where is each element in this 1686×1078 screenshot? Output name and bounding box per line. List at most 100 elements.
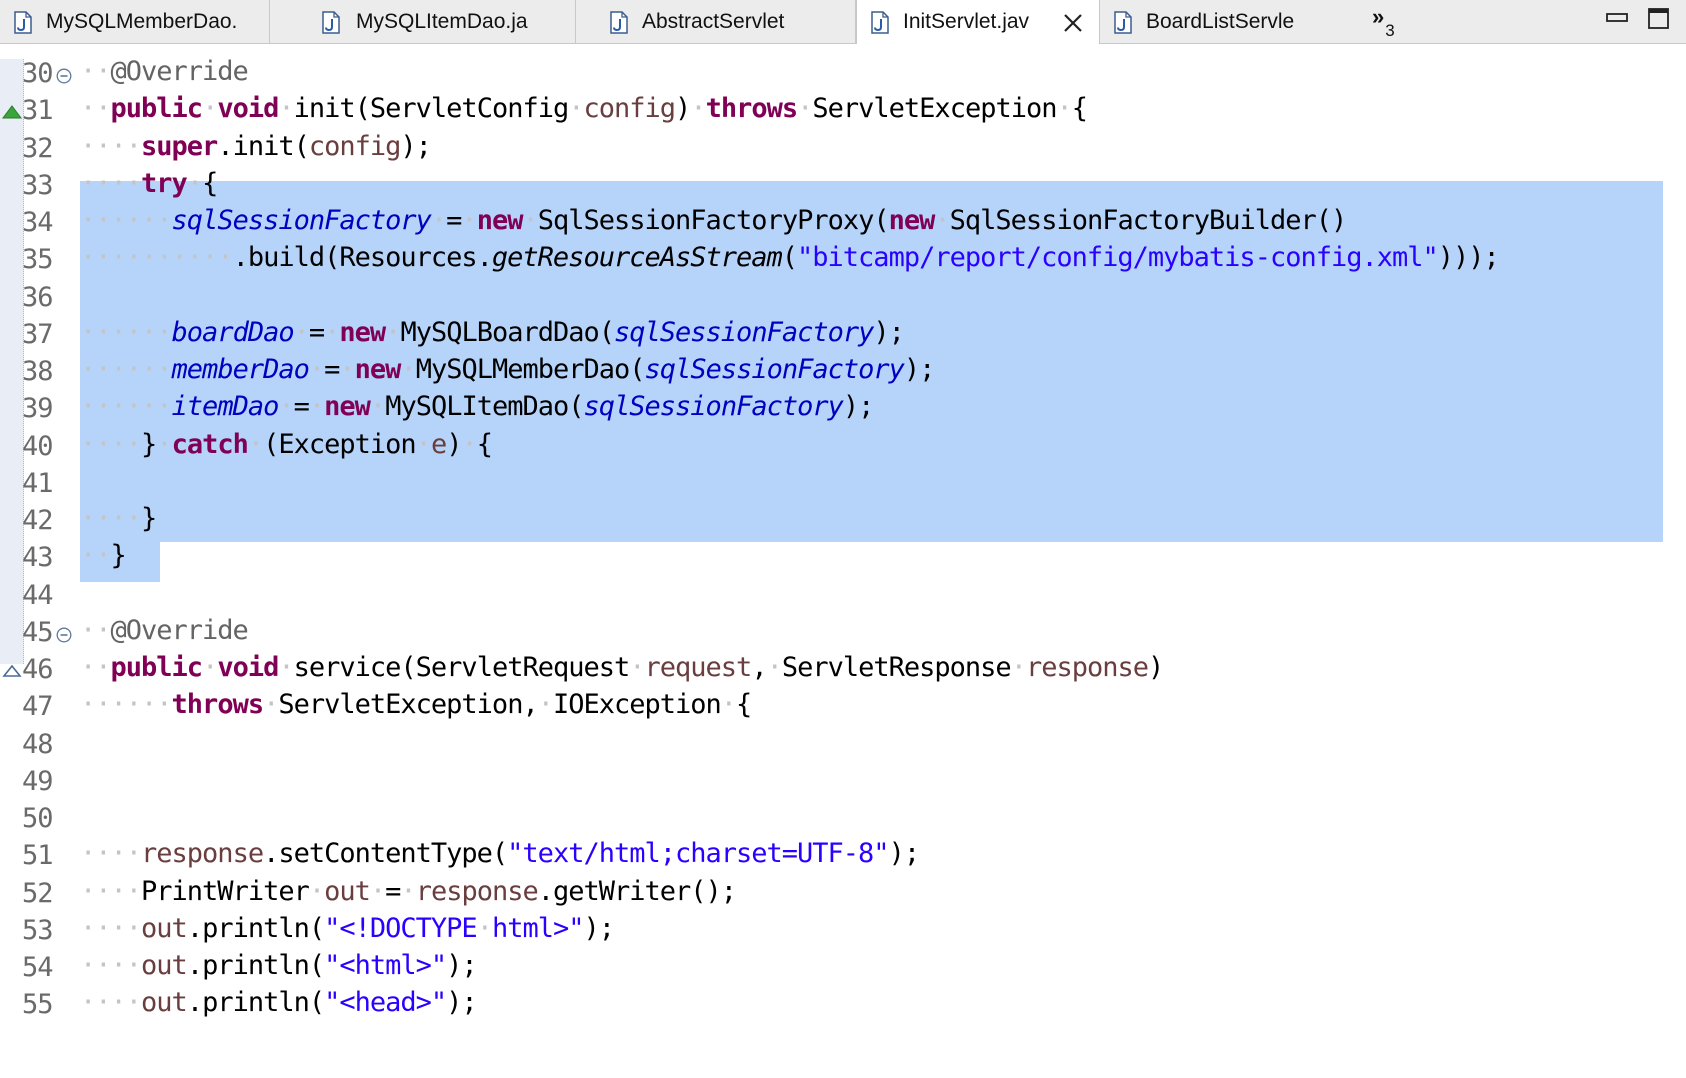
code-line[interactable]: 41 — [0, 464, 1686, 504]
code-line[interactable]: 37······boardDao·=·new·MySQLBoardDao(sql… — [0, 315, 1686, 355]
code-token: · — [278, 652, 294, 683]
code-text: ··public·void·init(ServletConfig·config)… — [80, 93, 1088, 125]
code-token: out — [141, 912, 188, 944]
code-token: · — [400, 354, 416, 385]
code-token: response — [1025, 652, 1149, 683]
code-token: .setContentType( — [263, 838, 508, 870]
code-token: · — [568, 93, 584, 125]
implement-marker-icon[interactable] — [2, 664, 22, 678]
tab-init-servlet[interactable]: InitServlet.jav — [856, 0, 1100, 45]
maximize-icon[interactable] — [1648, 8, 1670, 35]
code-token: } — [141, 428, 157, 460]
line-number: 54 — [22, 952, 54, 983]
line-number: 31 — [22, 95, 54, 127]
code-line[interactable]: 51····response.setContentType("text/html… — [0, 836, 1686, 876]
code-token: ······ — [80, 316, 173, 348]
code-line[interactable]: 42····} — [0, 501, 1686, 541]
code-line[interactable]: 38······memberDao·=·new·MySQLMemberDao(s… — [0, 352, 1686, 392]
code-text: ··@Override — [80, 56, 249, 88]
line-number: 37 — [22, 318, 54, 350]
code-token: "<head>" — [324, 987, 447, 1019]
code-token: ) — [446, 428, 462, 460]
code-line[interactable]: 43··} — [0, 538, 1686, 578]
code-token: · — [797, 93, 813, 125]
code-token: response — [415, 875, 539, 907]
code-line[interactable]: 44 — [0, 576, 1686, 616]
code-text: ····} — [80, 503, 157, 535]
code-line[interactable]: 52····PrintWriter·out·=·response.getWrit… — [0, 874, 1686, 914]
code-token: · — [308, 391, 325, 423]
code-line[interactable]: 48 — [0, 725, 1686, 765]
tab-label: InitServlet.jav — [903, 10, 1030, 33]
code-token: public — [110, 93, 204, 125]
tab-mysql-item-dao[interactable]: MySQLItemDao.ja — [306, 0, 576, 44]
code-token: out — [141, 950, 188, 981]
code-line[interactable]: 46··public·void·service(ServletRequest·r… — [0, 650, 1686, 690]
code-line[interactable]: 33····try·{ — [0, 166, 1686, 206]
line-number: 32 — [22, 132, 54, 164]
close-icon[interactable] — [1062, 12, 1084, 34]
code-token: · — [308, 875, 325, 907]
text-selection — [80, 542, 160, 582]
code-token: , — [751, 652, 767, 683]
code-token: .getWriter(); — [537, 875, 737, 907]
fold-collapse-icon[interactable] — [56, 627, 72, 643]
code-line[interactable]: 36 — [0, 278, 1686, 318]
line-number: 45 — [22, 616, 54, 648]
tab-abstract-servlet[interactable]: AbstractServlet — [594, 0, 856, 44]
code-token: init(ServletConfig — [293, 93, 570, 125]
code-token: { — [1071, 93, 1088, 125]
code-line[interactable]: 55····out.println("<head>"); — [0, 985, 1686, 1025]
code-token: ···· — [80, 167, 142, 199]
code-text: ··} — [80, 540, 127, 572]
code-token: throws — [171, 689, 265, 721]
code-token: ) — [1148, 652, 1164, 683]
java-file-icon — [322, 11, 340, 34]
code-token: itemDao — [171, 391, 280, 423]
line-number: 41 — [22, 467, 54, 499]
code-line[interactable]: 49 — [0, 762, 1686, 802]
code-token: try — [141, 167, 188, 199]
code-line[interactable]: 32····super.init(config); — [0, 129, 1686, 169]
code-token: · — [202, 652, 218, 683]
code-token: .build(Resources. — [232, 242, 493, 274]
minimize-icon[interactable] — [1606, 10, 1628, 28]
code-token: ); — [888, 838, 921, 870]
code-token: · — [278, 391, 294, 423]
code-line[interactable]: 34······sqlSessionFactory·=·new·SqlSessi… — [0, 203, 1686, 243]
code-token: · — [202, 93, 218, 125]
line-number: 34 — [22, 207, 54, 238]
override-marker-icon[interactable] — [2, 105, 22, 119]
code-token: = — [308, 316, 325, 348]
code-token: · — [690, 93, 706, 125]
fold-collapse-icon[interactable] — [56, 68, 72, 84]
code-line[interactable]: 35··········.build(Resources.getResource… — [0, 240, 1686, 280]
code-token: = — [385, 875, 401, 907]
code-token: out — [141, 987, 188, 1019]
code-token: { — [736, 689, 752, 721]
code-line[interactable]: 47······throws·ServletException,·IOExcep… — [0, 687, 1686, 727]
tab-mysql-member-dao[interactable]: MySQLMemberDao. — [0, 0, 270, 44]
code-token: · — [186, 167, 203, 199]
tab-label: BoardListServle — [1146, 10, 1295, 33]
code-token: "<html>" — [324, 950, 447, 981]
code-line[interactable]: 31··public·void·init(ServletConfig·confi… — [0, 91, 1686, 131]
code-token: void — [217, 93, 279, 125]
code-line[interactable]: 50 — [0, 799, 1686, 839]
code-token: · — [247, 428, 264, 460]
code-token: ···· — [80, 428, 142, 460]
code-line[interactable]: 53····out.println("<!DOCTYPE·html>"); — [0, 911, 1686, 951]
code-line[interactable]: 40····}·catch·(Exception·e)·{ — [0, 427, 1686, 467]
tab-board-list-servlet[interactable]: BoardListServle — [1100, 0, 1350, 44]
code-line[interactable]: 39······itemDao·=·new·MySQLItemDao(sqlSe… — [0, 389, 1686, 429]
code-token: ······ — [80, 391, 173, 423]
code-line[interactable]: 54····out.println("<html>"); — [0, 948, 1686, 988]
code-token: ···· — [80, 503, 142, 534]
code-token: new — [354, 354, 402, 385]
code-token: request — [644, 652, 753, 683]
code-line[interactable]: 30··@Override — [0, 54, 1686, 94]
tab-overflow-button[interactable]: »3 — [1372, 4, 1395, 40]
code-token: ); — [583, 912, 616, 944]
code-line[interactable]: 45··@Override — [0, 613, 1686, 653]
